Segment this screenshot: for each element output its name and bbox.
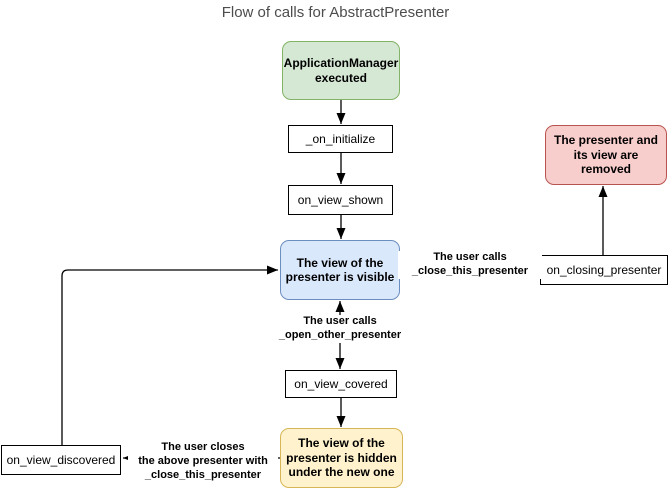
- node-on-view-covered: on_view_covered: [285, 370, 397, 398]
- node-presenter-removed: The presenter and its view are removed: [545, 125, 667, 185]
- edge-label-close-this-presenter: The user calls _close_this_presenter: [398, 251, 542, 279]
- node-on-closing-presenter: on_closing_presenter: [540, 255, 668, 285]
- node-view-hidden: The view of the presenter is hidden unde…: [280, 428, 403, 488]
- node-on-view-discovered: on_view_discovered: [1, 445, 121, 475]
- node-on-view-shown: on_view_shown: [288, 185, 393, 215]
- edge-label-user-closes-above: The user closes the above presenter with…: [128, 441, 278, 483]
- node-application-manager: ApplicationManager executed: [282, 41, 400, 100]
- node-view-visible: The view of the presenter is visible: [280, 240, 400, 300]
- diagram-title: Flow of calls for AbstractPresenter: [221, 4, 450, 21]
- arrow-onviewdiscovered-to-viewvisible: [61, 265, 278, 446]
- edge-label-open-other-presenter: The user calls _open_other_presenter: [265, 315, 415, 343]
- node-on-initialize: _on_initialize: [288, 125, 393, 153]
